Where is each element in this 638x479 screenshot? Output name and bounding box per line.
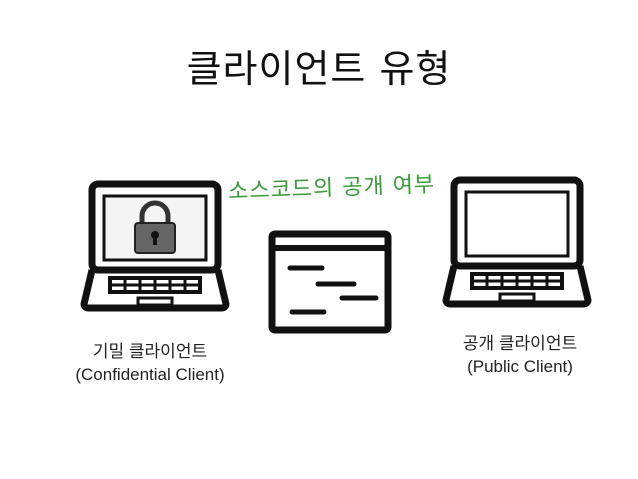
- laptop-with-lock-icon: [80, 180, 230, 312]
- lock-icon: [134, 200, 176, 254]
- page-title: 클라이언트 유형: [186, 47, 452, 91]
- confidential-client-name-ko: 기밀 클라이언트: [92, 342, 208, 361]
- public-client-name-ko: 공개 클라이언트: [462, 334, 578, 353]
- confidential-client-caption: 기밀 클라이언트 (Confidential Client): [30, 340, 270, 386]
- annotation-source-code-public: 소스코드의 공개 여부: [227, 172, 436, 205]
- public-client-name-en: (Public Client): [467, 357, 573, 376]
- confidential-client-name-en: (Confidential Client): [75, 365, 225, 384]
- laptop-icon: [442, 176, 592, 308]
- public-client-caption: 공개 클라이언트 (Public Client): [400, 332, 638, 378]
- source-code-window-icon: [268, 230, 392, 334]
